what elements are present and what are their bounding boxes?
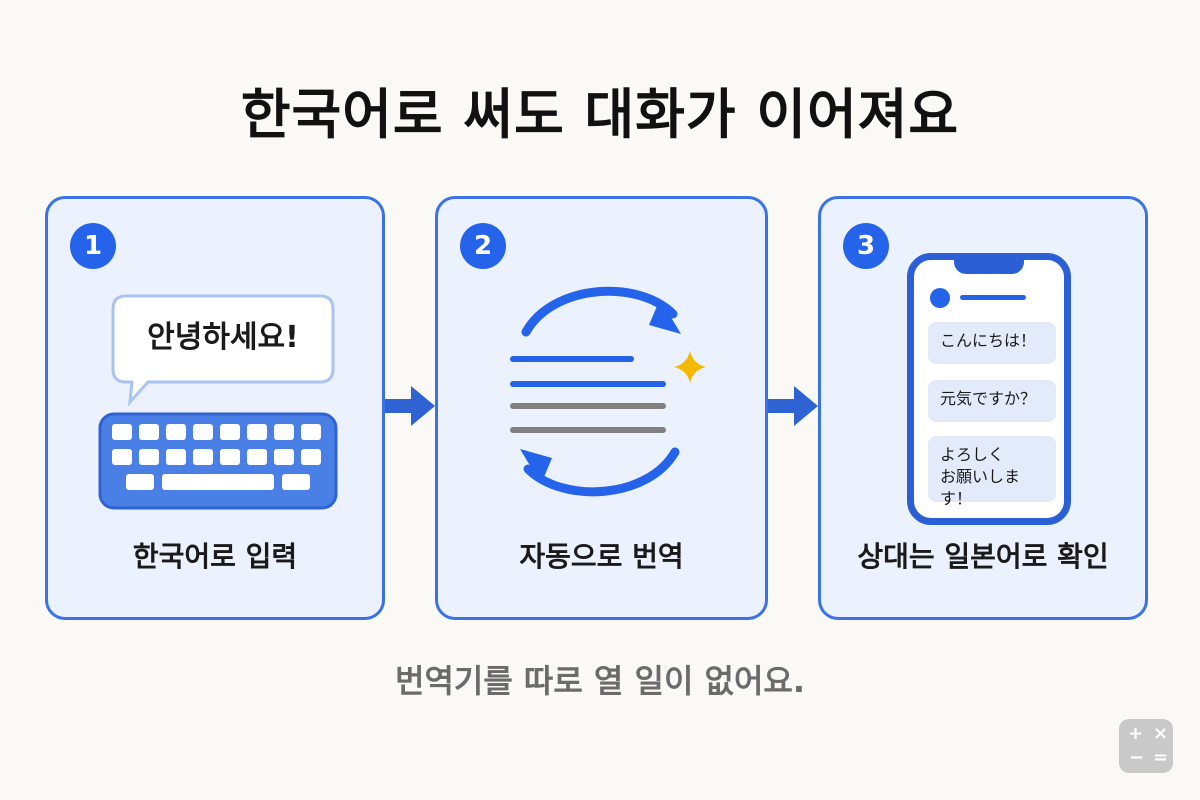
avatar [930,288,950,308]
step-card-input: 1 안녕하세요! 한국어로 입력 [45,196,385,620]
footer-caption: 번역기를 따로 열 일이 없어요. [395,662,805,700]
refresh-cycle-icon [510,286,681,497]
step-label: 상대는 일본어로 확인 [857,540,1109,573]
step-number-badge: 3 [843,223,889,269]
step-number-badge: 2 [460,223,506,269]
sparkle-icon [674,351,706,383]
chat-message: 元気ですか？ [928,380,1056,422]
step-card-translate: 2 자동으로 번역 [435,196,768,620]
chat-message: こんにちは！ [928,322,1056,364]
speech-bubble-icon [111,294,335,407]
phone-header-line [960,295,1026,300]
step-card-confirm: 3 こんにちは！ 元気ですか？ よろしく お願いします！ 상대는 일본어로 확인 [818,196,1148,620]
step-label: 한국어로 입력 [132,540,298,573]
smartphone-icon: こんにちは！ 元気ですか？ よろしく お願いします！ [907,253,1071,525]
keyboard-icon [98,412,338,510]
calculator-icon: + × − = [1119,719,1173,773]
page-title: 한국어로 써도 대화가 이어져요 [240,83,960,146]
arrow-right-icon [768,386,818,426]
phone-notch [954,258,1024,274]
step-number-badge: 1 [70,223,116,269]
chat-message: よろしく お願いします！ [928,436,1056,508]
step-label: 자동으로 번역 [519,540,684,573]
greeting-bubble-text: 안녕하세요! [147,320,299,355]
arrow-right-icon [385,386,435,426]
